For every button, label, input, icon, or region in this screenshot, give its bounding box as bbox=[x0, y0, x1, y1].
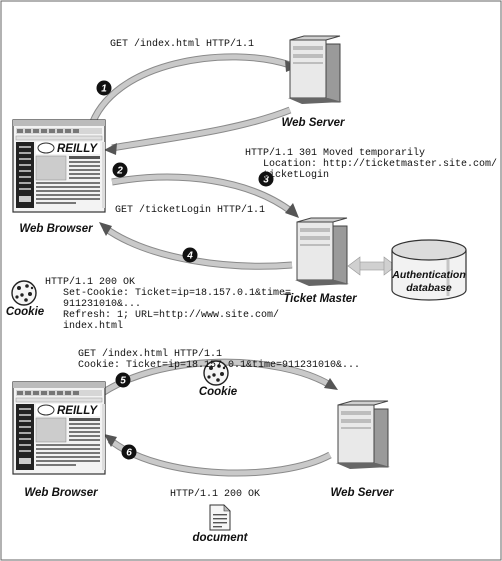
response-301-line-1: HTTP/1.1 301 Moved temporarily bbox=[245, 147, 425, 159]
step-badge-3: 3 bbox=[258, 171, 274, 187]
response-200-line-2: Set-Cookie: Ticket=ip=18.157.0.1&time= bbox=[63, 287, 291, 299]
step-number-3: 3 bbox=[263, 175, 269, 186]
step-badge-4: 4 bbox=[182, 247, 198, 263]
auth-db-label-line2: database bbox=[406, 282, 452, 294]
request-get-index: GET /index.html HTTP/1.1 bbox=[110, 38, 254, 50]
cookie-left-label: Cookie bbox=[6, 306, 45, 318]
step-number-6: 6 bbox=[126, 448, 132, 459]
request-2-line-2: Cookie: Ticket=ip=18.157.0.1&time=911231… bbox=[78, 359, 360, 371]
response-301-line-3: ticketLogin bbox=[263, 169, 329, 181]
step-number-5: 5 bbox=[120, 376, 126, 387]
response-301-line-2: Location: http://ticketmaster.site.com/ bbox=[263, 158, 497, 170]
ticket-master-label: Ticket Master bbox=[283, 293, 357, 305]
cookie-left-icon bbox=[11, 280, 37, 306]
document-label: document bbox=[193, 532, 249, 544]
request-2-line-1: GET /index.html HTTP/1.1 bbox=[78, 348, 222, 360]
web-browser-bottom-icon: REILLY bbox=[12, 381, 106, 475]
response-200-line-4: Refresh: 1; URL=http://www.site.com/ bbox=[63, 309, 279, 321]
response-200-line-3: 911231010&... bbox=[63, 299, 141, 310]
auth-db-label-line1: Authentication bbox=[391, 269, 466, 281]
step-number-4: 4 bbox=[186, 251, 193, 262]
web-browser-top-label: Web Browser bbox=[19, 223, 93, 235]
step-number-2: 2 bbox=[116, 166, 123, 177]
database-cylinder-icon bbox=[391, 239, 467, 301]
step-badge-6: 6 bbox=[121, 444, 137, 460]
web-server-top-label: Web Server bbox=[281, 117, 345, 129]
step-badge-5: 5 bbox=[115, 372, 131, 388]
response-2-line-1: HTTP/1.1 200 OK bbox=[170, 488, 260, 500]
step-badge-2: 2 bbox=[112, 162, 128, 178]
browser-logo-text-bottom: REILLY bbox=[57, 405, 98, 417]
request-ticket-login: GET /ticketLogin HTTP/1.1 bbox=[115, 204, 265, 216]
browser-logo-text-top: REILLY bbox=[57, 143, 98, 155]
cookie-middle-label: Cookie bbox=[199, 386, 238, 398]
step-badge-1: 1 bbox=[96, 80, 112, 96]
web-browser-bottom-label: Web Browser bbox=[24, 487, 98, 499]
arc-step-1-return bbox=[104, 106, 292, 155]
ticket-master-server-icon bbox=[294, 217, 350, 287]
response-200-line-5: index.html bbox=[63, 320, 123, 332]
arc-step-3 bbox=[111, 173, 299, 218]
document-icon bbox=[209, 504, 231, 531]
db-connector-arrow bbox=[347, 256, 397, 276]
web-server-bottom-icon bbox=[335, 400, 391, 470]
web-server-bottom-label: Web Server bbox=[330, 487, 394, 499]
web-browser-top-icon: REILLY bbox=[12, 119, 106, 213]
arc-step-6 bbox=[104, 434, 332, 477]
web-server-top-icon bbox=[287, 35, 343, 105]
step-number-1: 1 bbox=[101, 84, 107, 95]
response-200-line-1: HTTP/1.1 200 OK bbox=[45, 276, 135, 288]
